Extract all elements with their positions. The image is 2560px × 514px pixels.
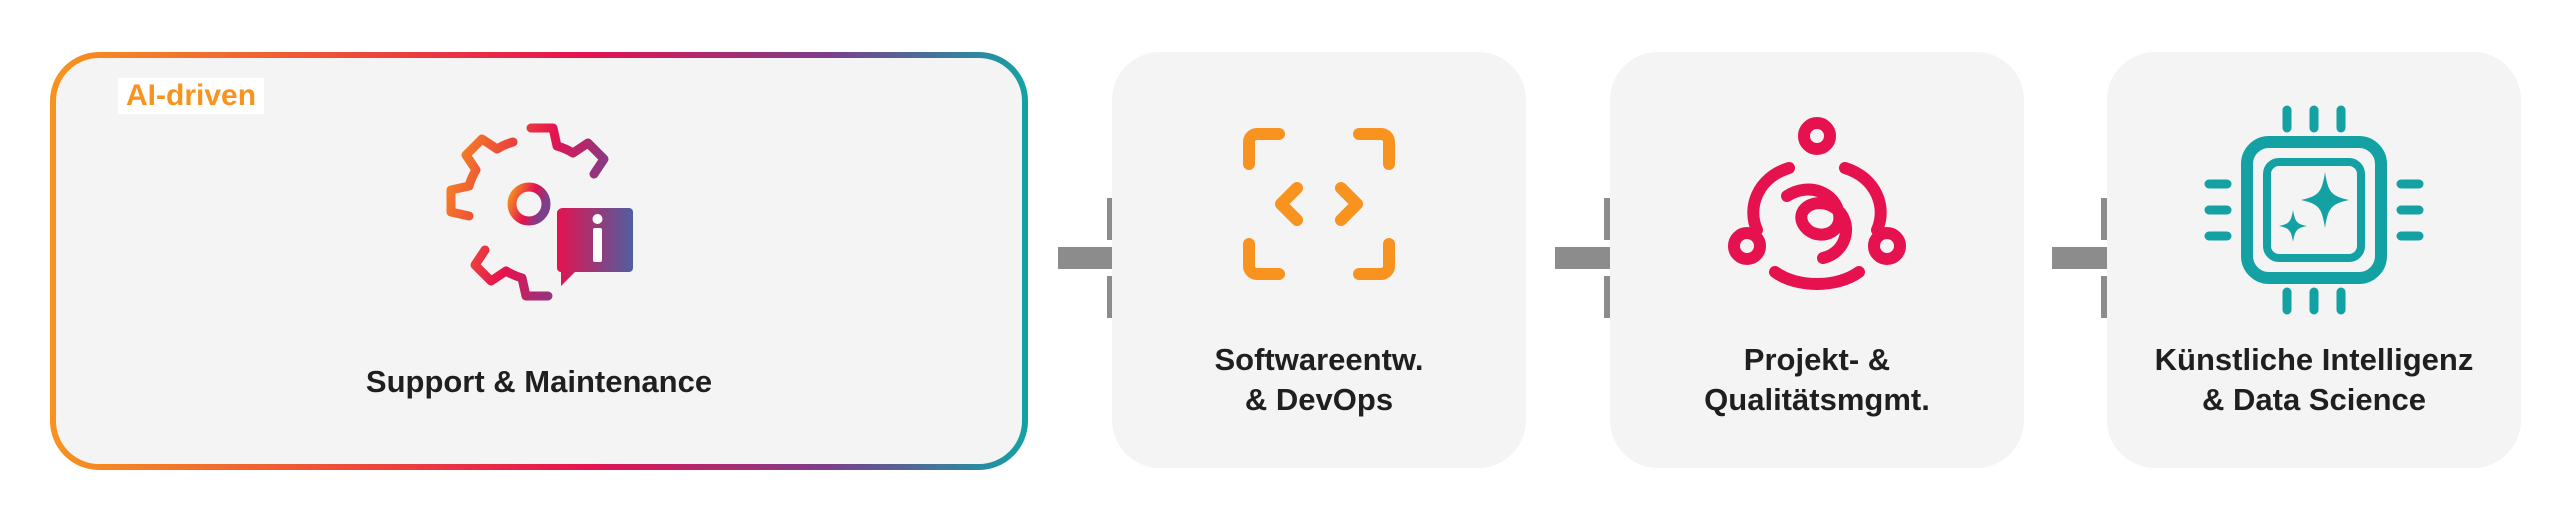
card-label-support: Support & Maintenance — [365, 364, 713, 399]
gear-chat-info-icon — [446, 123, 633, 301]
card-project[interactable]: Projekt- & Qualitätsmgmt. — [1610, 52, 2024, 468]
featured-card[interactable]: AI-driven Support & Maintenance — [48, 50, 1030, 472]
code-brackets-icon — [1243, 128, 1395, 280]
card-label-ai: Künstliche Intelligenz & Data Science — [2154, 342, 2474, 417]
card-ai[interactable]: Künstliche Intelligenz & Data Science — [2107, 52, 2521, 468]
team-circle-icon — [1728, 117, 1906, 290]
card-label-software: Softwareentw. & DevOps — [1214, 342, 1424, 417]
card-label-project: Projekt- & Qualitätsmgmt. — [1704, 342, 1930, 417]
gradient-border — [50, 52, 1028, 470]
ai-driven-badge: AI-driven — [118, 78, 265, 114]
ai-chip-icon — [2204, 105, 2424, 315]
card-software[interactable]: Softwareentw. & DevOps — [1112, 52, 1526, 468]
